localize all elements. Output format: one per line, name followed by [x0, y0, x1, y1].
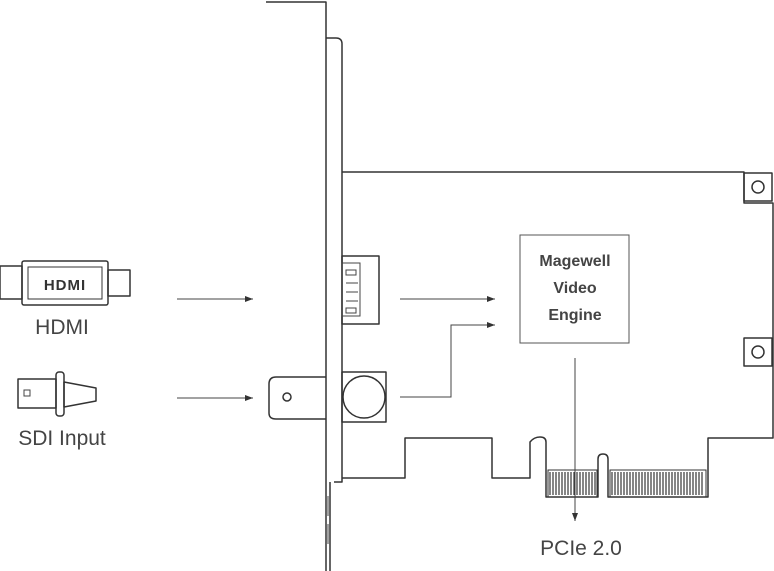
hdmi-logo-text: HDMI — [44, 277, 86, 294]
pcie-bracket — [266, 1, 343, 571]
mounting-hole-middle — [743, 337, 773, 367]
finger-group — [547, 469, 598, 498]
pcie-label: PCIe 2.0 — [540, 537, 622, 560]
engine-label-line3: Engine — [548, 307, 601, 324]
pcie-gold-fingers — [547, 469, 707, 498]
engine-label-line1: Magewell — [539, 253, 610, 270]
hdmi-label: HDMI — [35, 316, 89, 339]
bnc-port — [268, 371, 387, 423]
sdi-connector-icon — [17, 371, 97, 417]
pcb-board-outline — [342, 171, 774, 498]
video-engine-chip: Magewell Video Engine — [519, 234, 630, 344]
finger-group — [609, 469, 707, 498]
sdi-label: SDI Input — [18, 427, 106, 450]
hdmi-connector-icon: HDMI — [0, 260, 131, 306]
hdmi-port — [341, 255, 380, 325]
mounting-hole-top — [743, 172, 773, 202]
sdi-to-engine-arrow — [400, 322, 495, 398]
engine-label-line2: Video — [553, 280, 597, 297]
